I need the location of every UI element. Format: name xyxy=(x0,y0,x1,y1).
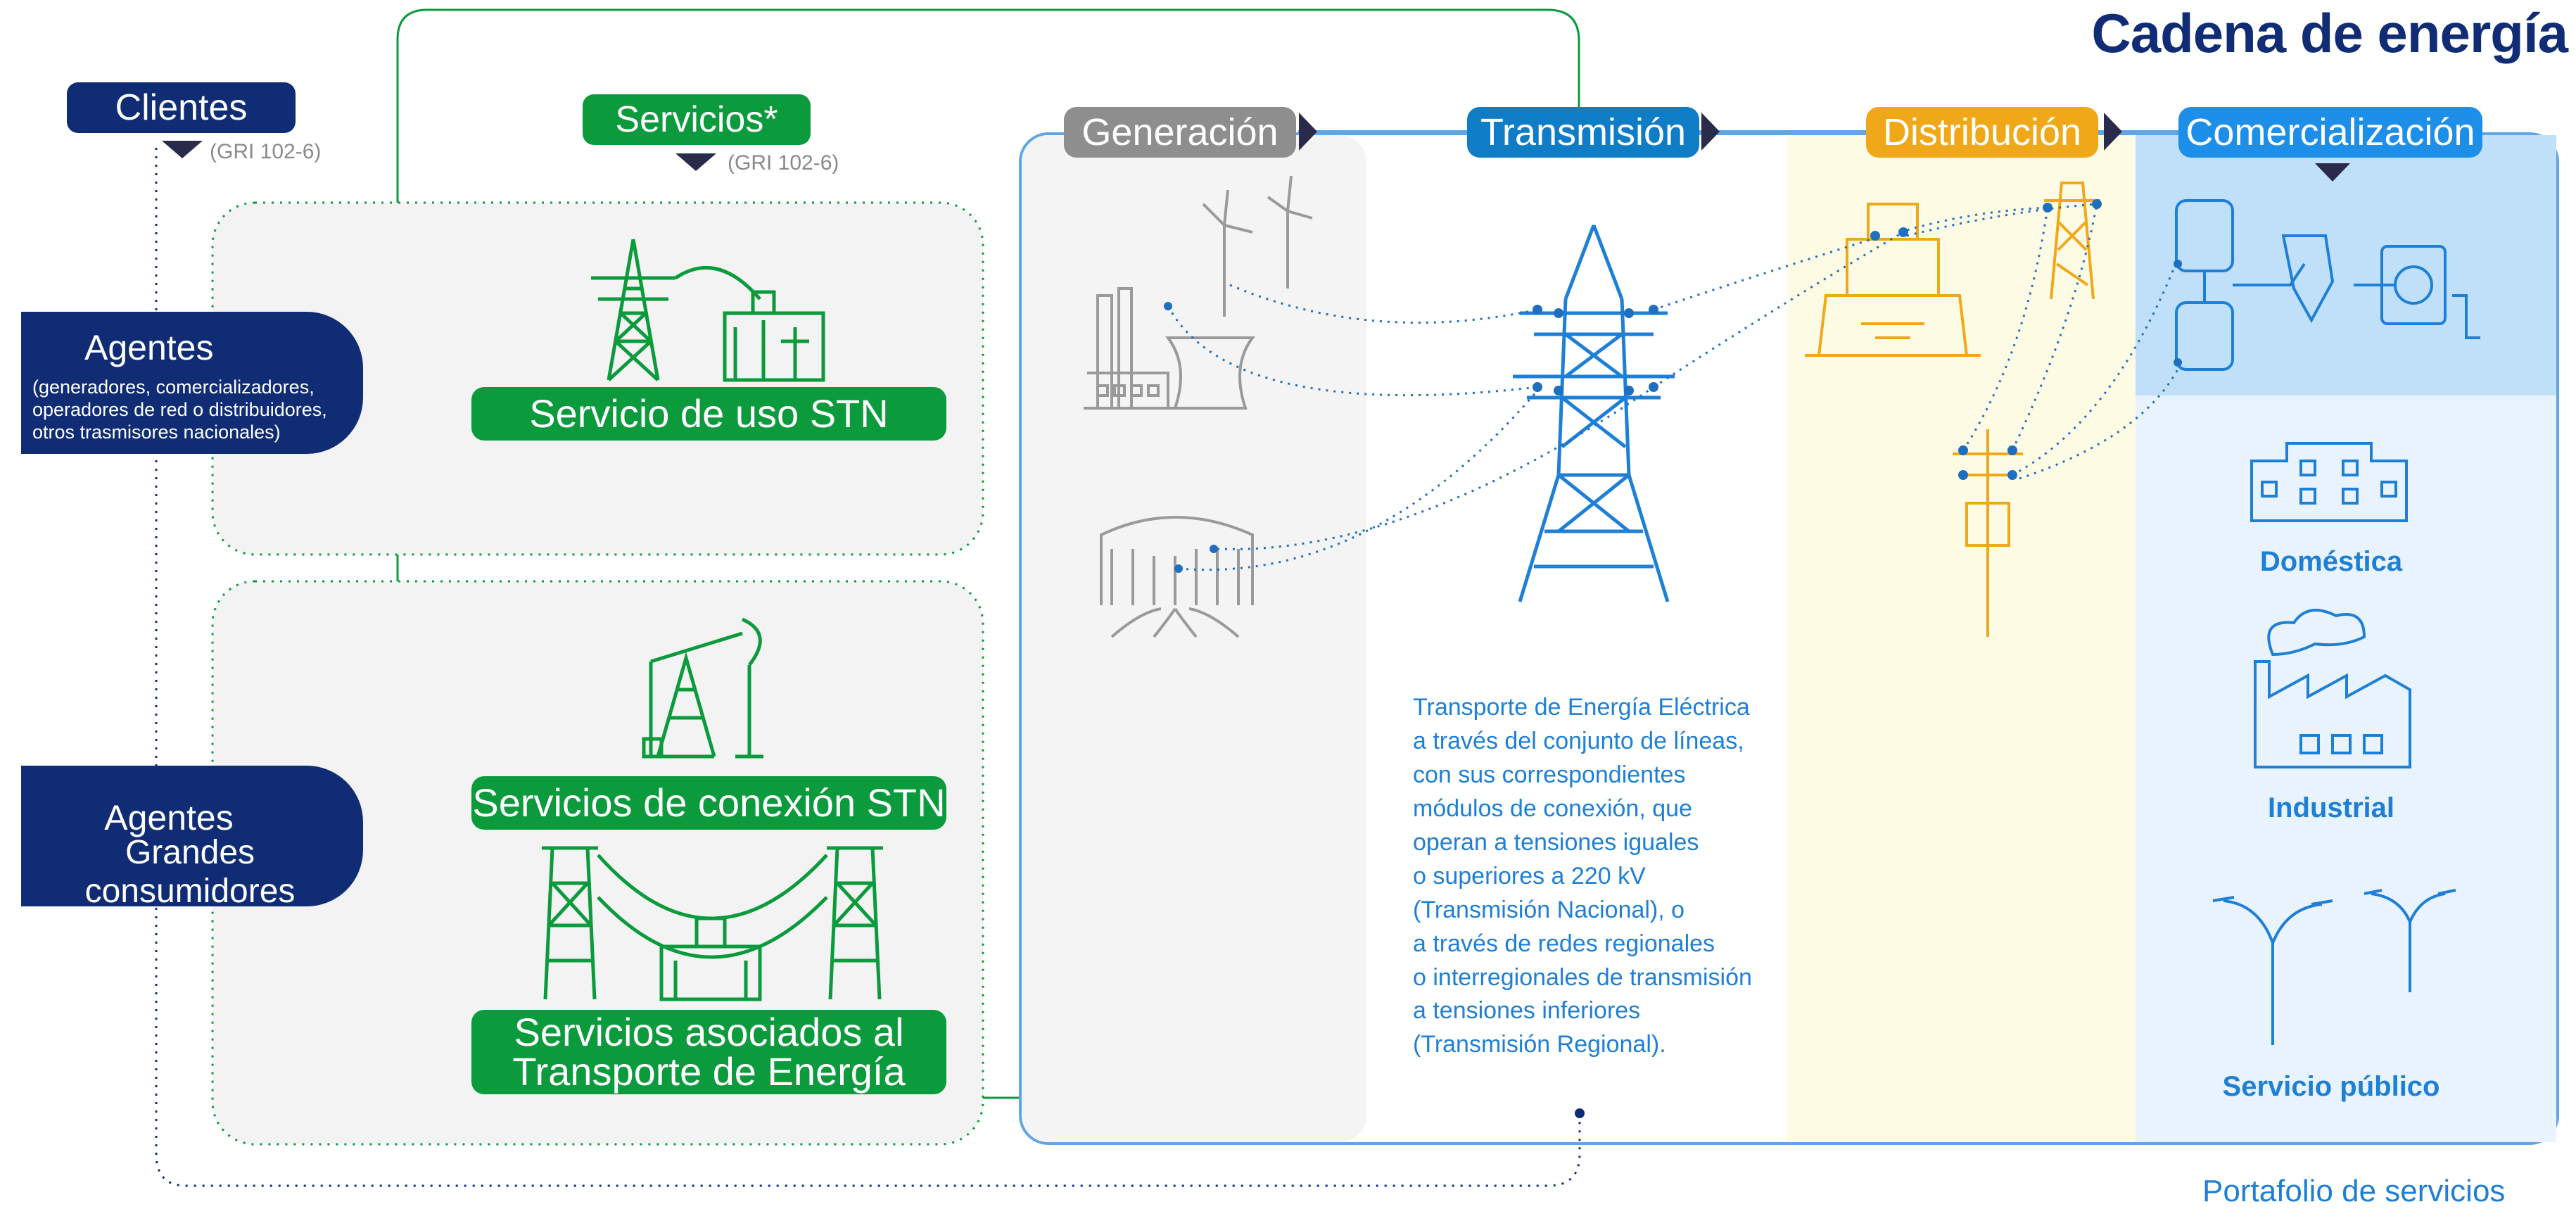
agentes-generadores-desc-1: (generadores, comercializadores, xyxy=(32,376,315,398)
services-outline xyxy=(396,8,1580,1098)
distribution-pole-icon xyxy=(2043,182,2102,300)
service-panel-upper xyxy=(211,201,984,556)
power-plant-wind-icon xyxy=(1084,175,1313,410)
streetlight-icon xyxy=(2212,889,2456,1045)
agentes-generadores-desc-2: operadores de red o distribuidores, xyxy=(32,399,327,420)
transmission-desc-line: a través del conjunto de líneas, xyxy=(1413,727,1744,754)
agentes-grandes-title: Agentes xyxy=(104,798,234,837)
agentes-grandes-consumidores-box: Agentes Grandes consumidores xyxy=(21,766,363,910)
clientes-pill: Clientes xyxy=(67,82,296,133)
service-asociados-line-2: Transporte de Energía xyxy=(512,1049,906,1094)
transmission-tower-substation-icon xyxy=(591,239,825,382)
transmission-desc-line: operan a tensiones iguales xyxy=(1413,828,1699,856)
pumpjack-icon xyxy=(642,617,763,759)
service-uso-stn[interactable]: Servicio de uso STN xyxy=(471,387,946,441)
factory-icon xyxy=(2254,609,2411,768)
transmission-desc-line: (Transmisión Nacional), o xyxy=(1413,896,1685,923)
agentes-generadores-desc-3: otros trasmisores nacionales) xyxy=(32,422,281,443)
stage-generacion-label: Generación xyxy=(1081,111,1279,153)
chevron-down-servicios xyxy=(675,153,716,171)
transmission-desc-line: con sus correspondientes xyxy=(1413,761,1686,788)
agentes-grandes-subtitle: Grandes consumidores xyxy=(84,834,296,910)
service-conexion-stn-label: Servicios de conexión STN xyxy=(472,780,946,825)
clientes-gri: (GRI 102-6) xyxy=(210,140,322,163)
clientes-label: Clientes xyxy=(115,87,248,128)
servicios-pill: Servicios* xyxy=(583,94,811,145)
transmission-desc-line: Transporte de Energía Eléctrica xyxy=(1413,694,1750,721)
meters-payment-icon xyxy=(2174,199,2480,371)
chevron-transmision xyxy=(1701,113,1720,151)
stage-generacion[interactable]: Generación xyxy=(1064,107,1296,158)
chevron-generacion xyxy=(1299,113,1317,151)
stage-distribucion[interactable]: Distribución xyxy=(1866,107,2098,158)
commercial-top-panel xyxy=(2136,135,2556,395)
stage-transmision[interactable]: Transmisión xyxy=(1467,107,1699,158)
transmission-desc-line: módulos de conexión, que xyxy=(1413,795,1692,822)
page-title: Cadena de energía xyxy=(2091,2,2568,64)
transmission-tower-icon xyxy=(1513,224,1675,602)
servicios-gri: (GRI 102-6) xyxy=(728,151,839,175)
service-asociados-transporte[interactable]: Servicios asociados al Transporte de Ene… xyxy=(471,1010,946,1094)
chevron-down-comercializacion xyxy=(2315,163,2350,182)
service-uso-stn-label: Servicio de uso STN xyxy=(529,391,889,436)
distribution-substation-icon xyxy=(1805,203,1981,357)
service-conexion-stn[interactable]: Servicios de conexión STN xyxy=(471,776,946,830)
transmission-desc-line: a través de redes regionales xyxy=(1413,930,1715,957)
service-asociados-line-1: Servicios asociados al xyxy=(514,1010,904,1054)
chevron-distribucion xyxy=(2104,113,2122,151)
agentes-generadores-title: Agentes xyxy=(84,328,214,367)
footer-portafolio: Portafolio de servicios xyxy=(2202,1174,2506,1208)
stage-distribucion-label: Distribución xyxy=(1882,111,2082,153)
towers-substation-icon xyxy=(542,846,883,1001)
transmission-desc-line: a tensiones inferiores xyxy=(1413,997,1641,1025)
transmission-desc-line: o interregionales de transmisión xyxy=(1413,963,1752,991)
agentes-generadores-box: Agentes (generadores, comercializadores,… xyxy=(21,312,363,454)
building-icon xyxy=(2250,442,2408,522)
stage-comercializacion[interactable]: Comercialización xyxy=(2178,107,2482,158)
hydro-dam-icon xyxy=(1100,516,1254,638)
stage-transmision-label: Transmisión xyxy=(1480,111,1687,153)
transmission-desc-line: (Transmisión Regional). xyxy=(1413,1031,1666,1058)
transmission-description: Transporte de Energía Eléctrica a través… xyxy=(1413,691,1752,1062)
stage-comercializacion-label: Comercialización xyxy=(2185,111,2475,153)
category-servicio-publico: Servicio público xyxy=(2222,1071,2440,1102)
servicios-label: Servicios* xyxy=(615,99,778,140)
transmission-desc-line: o superiores a 220 kV xyxy=(1413,862,1646,890)
category-domestica: Doméstica xyxy=(2259,546,2403,577)
chevron-down-clientes xyxy=(162,141,203,158)
category-industrial: Industrial xyxy=(2267,792,2395,823)
